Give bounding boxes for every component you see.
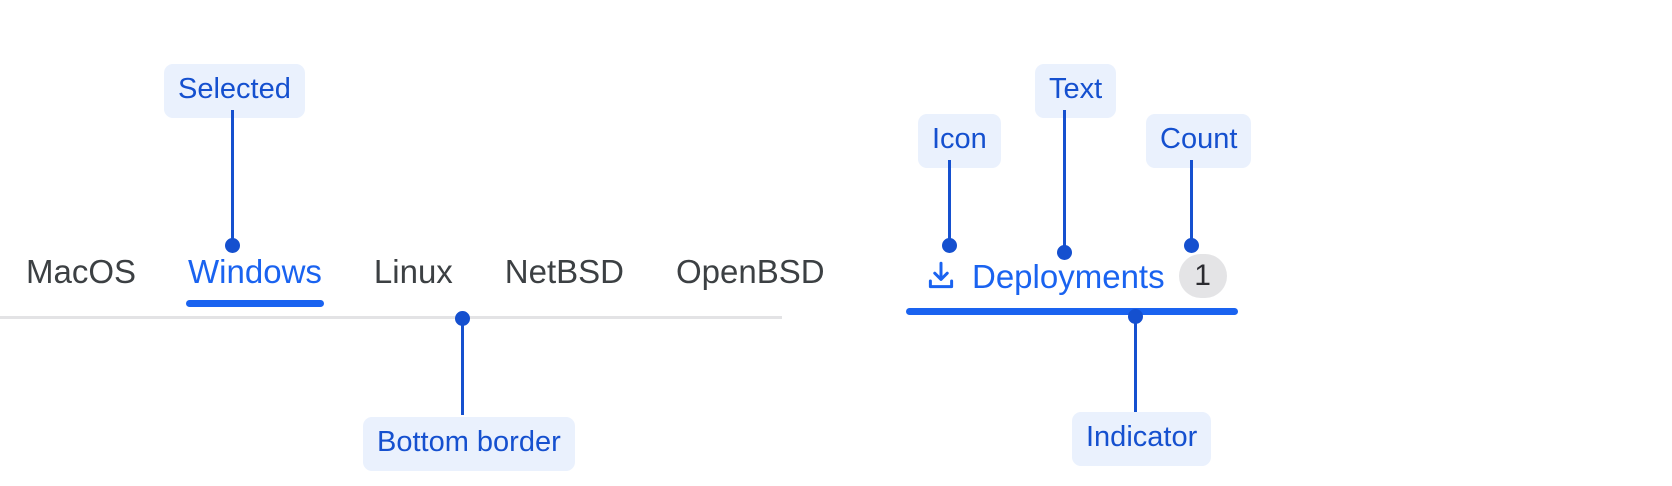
- tab-netbsd[interactable]: NetBSD: [479, 248, 650, 288]
- leader-dot-text: [1057, 245, 1072, 260]
- tab-linux[interactable]: Linux: [348, 248, 479, 288]
- tab-deployments-indicator: [906, 308, 1238, 315]
- os-tab-bar: MacOS Windows Linux NetBSD OpenBSD: [0, 248, 825, 319]
- leader-line-icon: [948, 160, 951, 244]
- leader-line-bottom-border: [461, 320, 464, 415]
- tab-openbsd-label: OpenBSD: [676, 253, 825, 290]
- tab-linux-label: Linux: [373, 253, 453, 290]
- tab-macos-label: MacOS: [26, 253, 137, 290]
- leader-line-count: [1190, 160, 1193, 244]
- callout-bottom-border: Bottom border: [363, 417, 575, 471]
- leader-line-indicator: [1134, 318, 1137, 413]
- tab-windows-label: Windows: [188, 253, 322, 290]
- leader-dot-icon: [942, 238, 957, 253]
- leader-line-text: [1063, 110, 1066, 249]
- leader-dot-selected: [225, 238, 240, 253]
- leader-dot-indicator: [1128, 309, 1143, 324]
- tab-openbsd[interactable]: OpenBSD: [650, 248, 851, 288]
- tab-netbsd-label: NetBSD: [504, 253, 625, 290]
- callout-indicator: Indicator: [1072, 412, 1212, 466]
- leader-dot-bottom-border: [455, 311, 470, 326]
- leader-line-selected: [231, 110, 234, 244]
- download-icon: [924, 259, 958, 293]
- tab-macos[interactable]: MacOS: [0, 248, 162, 288]
- callout-icon: Icon: [918, 114, 1001, 168]
- callout-count: Count: [1146, 114, 1252, 168]
- tab-deployments-count-badge: 1: [1178, 254, 1227, 298]
- tab-windows[interactable]: Windows: [162, 248, 348, 307]
- tab-bar-bottom-border: [0, 316, 782, 319]
- os-tab-strip: MacOS Windows Linux NetBSD OpenBSD: [0, 248, 851, 318]
- tab-windows-indicator: [186, 300, 324, 307]
- callout-text: Text: [1035, 64, 1117, 118]
- tab-deployments-label: Deployments: [972, 257, 1165, 295]
- deployments-tab-bar: Deployments 1: [906, 248, 1238, 320]
- leader-dot-count: [1184, 238, 1199, 253]
- callout-selected: Selected: [164, 64, 305, 118]
- tab-deployments[interactable]: Deployments 1: [906, 248, 1245, 298]
